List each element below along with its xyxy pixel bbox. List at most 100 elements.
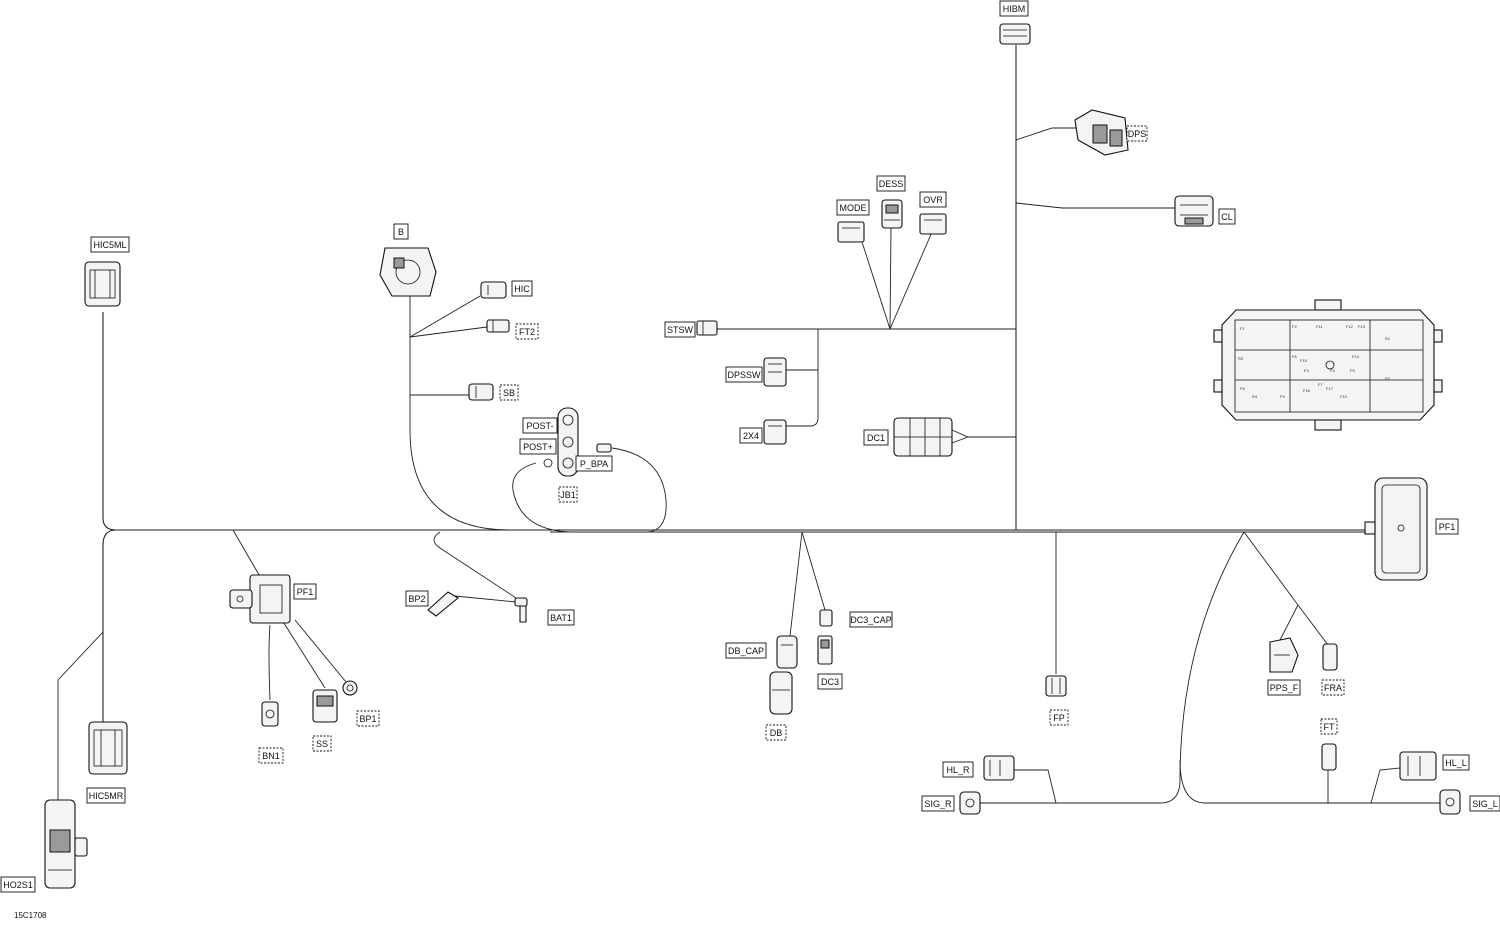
label-text-ss: SS — [316, 739, 328, 749]
ss-sensor — [312, 689, 338, 723]
bp1-ring-terminal — [342, 680, 358, 696]
ovr-switch — [919, 213, 947, 235]
label-text-hic: HIC — [514, 284, 530, 294]
label-text-dc3-cap: DC3_CAP — [850, 615, 892, 625]
mode-dess-ovr-wires — [861, 227, 933, 330]
label-text-pf1-right: PF1 — [1439, 522, 1456, 532]
label-2x4: 2X4 — [739, 427, 763, 444]
label-text-stsw: STSW — [667, 325, 694, 335]
label-text-db: DB — [770, 728, 783, 738]
label-ovr: OVR — [919, 191, 947, 208]
fuse-cell-r2: R2 — [1385, 376, 1391, 381]
dc3-cap — [819, 609, 833, 627]
label-text-db-cap: DB_CAP — [728, 646, 764, 656]
label-sb: SB — [499, 384, 519, 401]
label-text-sig-r: SIG_R — [924, 799, 952, 809]
label-text-mode: MODE — [840, 203, 867, 213]
fuse-cell-f4: F4 — [1330, 368, 1335, 373]
b-throttle-body — [379, 247, 437, 297]
label-hl-l: HL_L — [1442, 754, 1470, 771]
label-ft: FT — [1320, 718, 1338, 735]
label-jb1: JB1 — [558, 486, 578, 503]
bat1-terminal — [514, 597, 528, 623]
fuse-cell-f8: F8 — [1240, 386, 1245, 391]
ft2-connector — [486, 319, 510, 333]
fuse-cell-r3: R3 — [1238, 356, 1244, 361]
label-text-hic5mr: HIC5MR — [89, 791, 124, 801]
hibm-connector — [999, 23, 1031, 45]
label-text-pf1-left: PF1 — [297, 587, 314, 597]
label-p-bpa: P_BPA — [575, 455, 613, 472]
db-dc3-wires — [789, 531, 826, 637]
label-stsw: STSW — [664, 321, 696, 338]
label-pps-f: PPS_F — [1267, 679, 1301, 696]
label-text-dps: DPS — [1128, 129, 1147, 139]
fuse-cell-f5: F5 — [1350, 368, 1355, 373]
left-lower-branch-wire — [102, 529, 117, 722]
label-hic5mr: HIC5MR — [86, 787, 126, 804]
pps-fra-wires — [1243, 531, 1329, 646]
label-text-2x4: 2X4 — [743, 431, 759, 441]
label-bp1: BP1 — [356, 710, 380, 727]
label-text-cl: CL — [1221, 212, 1233, 222]
dpssw-2x4-wire — [785, 329, 819, 427]
fuse-cell-f10: F10 — [1340, 394, 1348, 399]
ft-connector — [1321, 743, 1337, 771]
label-text-jb1: JB1 — [560, 490, 576, 500]
dps-sensor — [1074, 109, 1129, 156]
label-fp: FP — [1049, 709, 1069, 726]
label-bat1: BAT1 — [547, 609, 575, 626]
label-ss: SS — [312, 735, 332, 752]
label-text-ft: FT — [1324, 722, 1335, 732]
pps-f-sensor — [1269, 637, 1299, 673]
label-hic: HIC — [511, 280, 533, 297]
sig-l-connector — [1439, 789, 1461, 815]
label-text-p-bpa: P_BPA — [580, 459, 608, 469]
label-text-dc1: DC1 — [867, 433, 885, 443]
fp-connector — [1045, 675, 1067, 697]
label-text-hic5ml: HIC5ML — [93, 240, 126, 250]
stsw-switch — [696, 320, 718, 336]
ho2s1-sensor — [44, 799, 88, 889]
fuse-cell-f17: F17 — [1326, 386, 1334, 391]
fuse-cell-f1: F1 — [1240, 326, 1245, 331]
hic-ft2-wires — [409, 295, 488, 338]
bn1-sensor — [261, 701, 279, 727]
dc1-branch-wire — [951, 429, 1016, 444]
harness-wires — [57, 45, 1440, 805]
label-text-bat1: BAT1 — [550, 613, 572, 623]
label-sig-l: SIG_L — [1469, 795, 1500, 812]
label-fra: FRA — [1321, 679, 1345, 696]
hic-connector — [480, 281, 507, 299]
label-dc3: DC3 — [817, 673, 843, 690]
label-text-hl-l: HL_L — [1445, 758, 1467, 768]
label-text-bp1: BP1 — [359, 714, 376, 724]
fuse-cell-f6: F6 — [1292, 354, 1297, 359]
pf1-right-module — [1364, 477, 1428, 581]
label-text-hl-r: HL_R — [946, 765, 970, 775]
b-connector-wire — [409, 290, 511, 531]
label-text-sig-l: SIG_L — [1472, 799, 1498, 809]
label-text-b: B — [398, 227, 404, 237]
fuse-cell-f3: F3 — [1304, 368, 1309, 373]
label-text-post-plus: POST+ — [523, 442, 553, 452]
figure-id: 15C1708 — [14, 911, 47, 920]
label-db: DB — [765, 724, 787, 741]
2x4-connector — [763, 419, 787, 445]
fuse-cell-f13: F13 — [1358, 324, 1366, 329]
label-dc1: DC1 — [863, 429, 889, 446]
label-text-sb: SB — [503, 388, 515, 398]
label-dc3-cap: DC3_CAP — [849, 611, 893, 628]
label-cl: CL — [1218, 208, 1236, 225]
mode-switch — [837, 221, 865, 243]
label-hibm: HIBM — [999, 0, 1029, 17]
cl-branch-wire — [1015, 202, 1175, 209]
db-cap — [776, 635, 798, 669]
label-bp2: BP2 — [405, 590, 429, 607]
label-dps: DPS — [1126, 125, 1148, 142]
dc1-connector — [893, 417, 953, 457]
ho2s1-branch-wire — [57, 631, 104, 805]
